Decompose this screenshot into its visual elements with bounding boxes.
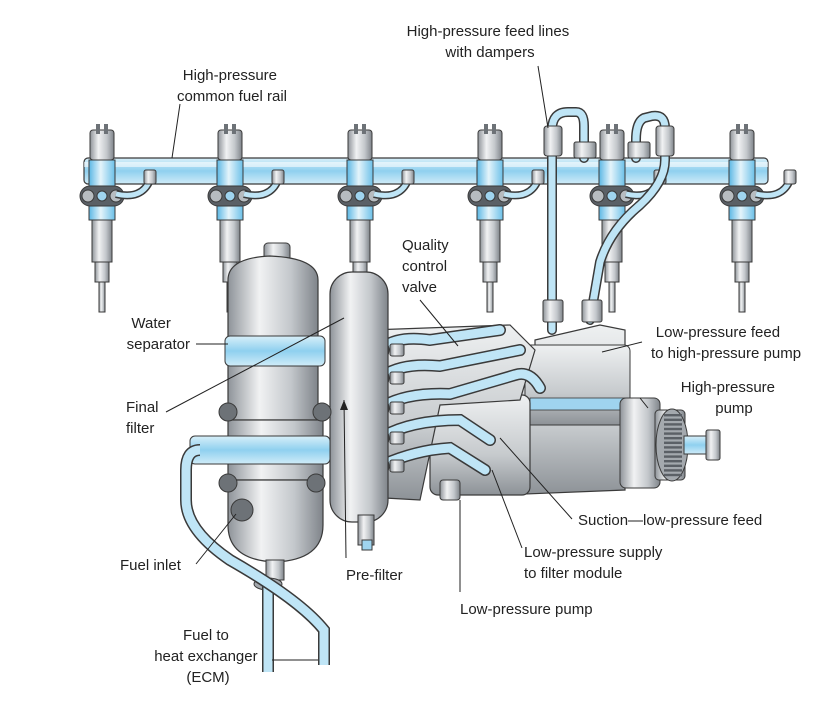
fuel-rail xyxy=(83,157,769,185)
fuel-lines-lower xyxy=(180,444,330,672)
label-fuel-rail: High-pressure common fuel rail xyxy=(177,67,287,105)
injector xyxy=(719,124,797,313)
label-feed-lines: High-pressure feed lines with dampers xyxy=(407,23,574,61)
label-pre-filter: Pre-filter xyxy=(346,567,403,584)
label-water-separator: Water separator xyxy=(127,315,190,353)
water-separator-final-filter xyxy=(189,242,332,591)
hp-feed-lines xyxy=(542,107,675,335)
label-lp-pump: Low-pressure pump xyxy=(460,601,593,618)
injector xyxy=(207,124,285,313)
label-hp-pump: High-pressure pump xyxy=(681,379,779,417)
label-quality-control-valve: Quality control valve xyxy=(402,237,453,296)
pre-filter xyxy=(329,271,389,551)
injector xyxy=(79,124,157,313)
label-final-filter: Final filter xyxy=(126,399,163,437)
label-heat-exchanger: Fuel to heat exchanger (ECM) xyxy=(154,627,262,686)
gear-icon xyxy=(664,414,682,477)
injector-group xyxy=(79,124,797,313)
label-fuel-inlet: Fuel inlet xyxy=(120,557,182,574)
label-lp-supply: Low-pressure supply to filter module xyxy=(524,544,667,582)
label-suction: Suction—low-pressure feed xyxy=(578,512,762,529)
label-lp-feed: Low-pressure feed to high-pressure pump xyxy=(651,324,801,362)
labels: High-pressure feed lines with dampers Hi… xyxy=(120,23,801,686)
leader-lines xyxy=(165,65,649,661)
injector xyxy=(467,124,545,313)
